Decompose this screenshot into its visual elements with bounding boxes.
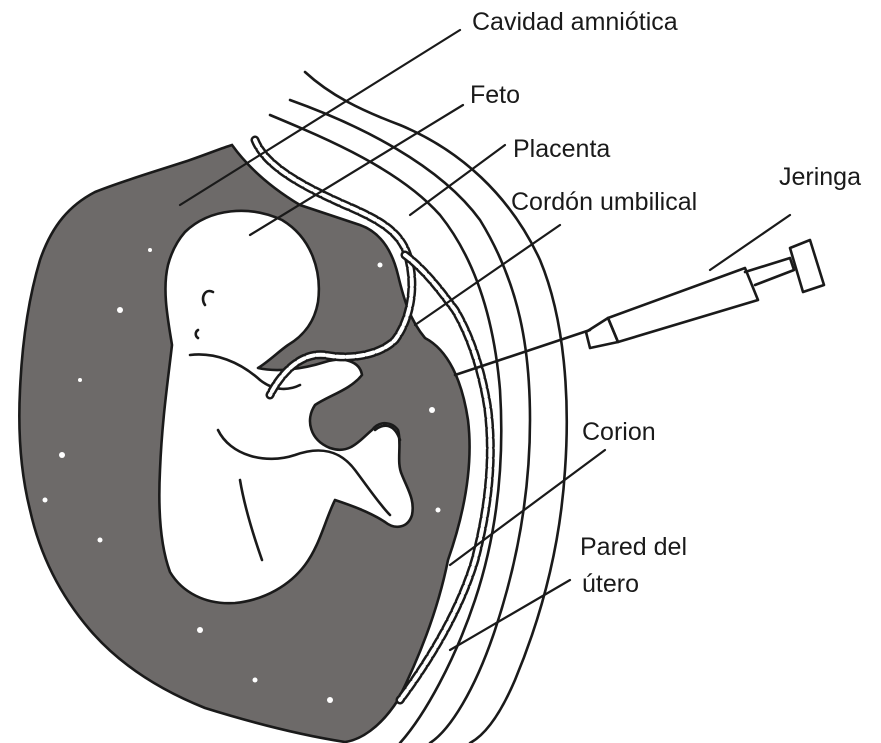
label-fetus: Feto xyxy=(470,81,520,109)
leader-placenta xyxy=(410,145,505,215)
label-chorion: Corion xyxy=(582,418,656,446)
label-placenta: Placenta xyxy=(513,135,610,163)
label-umbilical-cord: Cordón umbilical xyxy=(511,188,697,216)
label-syringe: Jeringa xyxy=(779,163,861,191)
label-uterine-wall-line2: útero xyxy=(582,570,639,598)
label-amniotic-cavity: Cavidad amniótica xyxy=(472,8,678,36)
label-uterine-wall-line1: Pared del xyxy=(580,533,687,561)
leader-amniotic-cavity xyxy=(180,30,460,205)
